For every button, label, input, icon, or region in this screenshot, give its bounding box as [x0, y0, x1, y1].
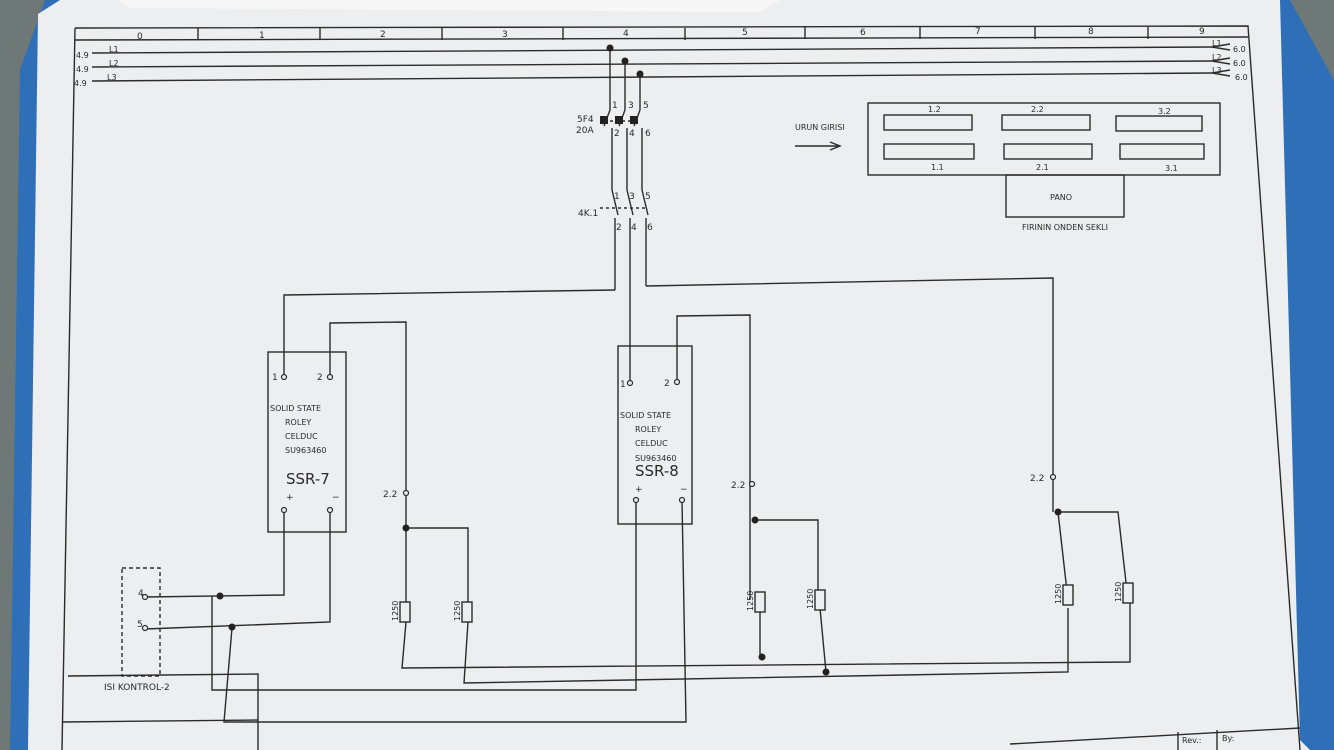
- ssr8-line2: ROLEY: [635, 425, 661, 434]
- ruler-col-3: 3: [502, 30, 508, 40]
- front-bottom-1: 1.1: [931, 163, 944, 172]
- l1-left-ref: 4.9: [76, 51, 89, 60]
- heater-value: 1250: [391, 601, 400, 621]
- ruler-bottom-line: [74, 36, 1249, 41]
- front-top-2: 2.2: [1031, 105, 1044, 114]
- ssr8-tag: SSR-8: [635, 462, 679, 480]
- wire-l3-heaters: [645, 277, 1054, 512]
- ssr7-line1: SOLID STATE: [270, 404, 321, 413]
- ruler-col-6: 6: [860, 28, 866, 38]
- breaker-t3: 3: [628, 101, 634, 111]
- ruler-col-7: 7: [975, 27, 981, 37]
- ssr8-line1: SOLID STATE: [620, 411, 671, 420]
- heater-resistor: [461, 601, 473, 623]
- l1-label: L1: [109, 45, 119, 54]
- bus-l1: [91, 46, 1213, 54]
- heater-resistor: [754, 591, 766, 613]
- l2-right-label: L2: [1212, 53, 1222, 62]
- l3-label: L3: [107, 73, 117, 82]
- l1-right-ref: 6.0: [1233, 45, 1246, 54]
- ssr8-line4: SU963460: [635, 454, 676, 463]
- contactor-label: 4K.1: [578, 209, 598, 219]
- ssr8-plus: +: [635, 485, 643, 495]
- ssr8-minus: −: [680, 485, 688, 495]
- urun-girisi-label: URUN GIRISI: [795, 123, 845, 132]
- contactor-t6: 6: [647, 223, 653, 233]
- controller-box: [121, 567, 161, 677]
- l3-right-label: L3: [1212, 66, 1222, 75]
- pano-label: PANO: [1050, 193, 1072, 202]
- front-bottom-3: 3.1: [1165, 164, 1178, 173]
- front-bottom-2: 2.1: [1036, 163, 1049, 172]
- ruler-col-2: 2: [380, 30, 386, 40]
- heater-value: 1250: [453, 601, 462, 621]
- drawing-frame-left: [61, 27, 76, 750]
- l3-left-ref: 4.9: [74, 79, 87, 88]
- ruler-col-4: 4: [623, 29, 629, 39]
- paper-sheet: [28, 0, 1310, 750]
- ref-ssr7-out: 2.2: [383, 490, 397, 500]
- ssr7-line3: CELDUC: [285, 432, 318, 441]
- heater-resistor: [399, 601, 411, 623]
- ruler-col-8: 8: [1088, 27, 1094, 37]
- controller-pin4: 4: [138, 589, 144, 599]
- wire-l1-ssr7: [283, 289, 616, 375]
- title-rev: Rev.:: [1182, 736, 1201, 745]
- ruler-col-5: 5: [742, 28, 748, 38]
- breaker-t5: 5: [643, 101, 649, 111]
- breaker-label: 5F4: [577, 115, 594, 125]
- ssr8-line3: CELDUC: [635, 439, 668, 448]
- ssr7-plus: +: [286, 493, 294, 503]
- ruler-col-0: 0: [137, 32, 143, 42]
- ssr7-line2: ROLEY: [285, 418, 311, 427]
- ssr7-tag: SSR-7: [286, 470, 330, 488]
- ruler-col-1: 1: [259, 31, 265, 41]
- heater-value: 1250: [1114, 582, 1123, 602]
- heater-resistor: [1062, 584, 1074, 606]
- contactor-t4: 4: [631, 223, 637, 233]
- breaker-t4: 4: [629, 129, 635, 139]
- controller-label: ISI KONTROL-2: [104, 683, 170, 693]
- pano-box: [1005, 174, 1125, 218]
- controller-pin5: 5: [137, 620, 143, 630]
- ssr7-pin1: 1: [272, 373, 278, 383]
- bus-l2: [91, 60, 1213, 68]
- contactor-t1: 1: [614, 192, 620, 202]
- bus-l3: [91, 72, 1213, 82]
- contactor-t3: 3: [629, 192, 635, 202]
- breaker-t1: 1: [612, 101, 618, 111]
- ref-ssr8-out: 2.2: [731, 481, 745, 491]
- contactor-t5: 5: [645, 192, 651, 202]
- contactor-t2: 2: [616, 223, 622, 233]
- heater-resistor: [1122, 582, 1134, 604]
- breaker-t6: 6: [645, 129, 651, 139]
- front-top-3: 3.2: [1158, 107, 1171, 116]
- breaker-t2: 2: [614, 129, 620, 139]
- heater-resistor: [814, 589, 826, 611]
- ssr8-pin2: 2: [664, 379, 670, 389]
- front-view-caption: FIRININ ONDEN SEKLI: [1022, 223, 1108, 232]
- heater-value: 1250: [746, 591, 755, 611]
- heater-value: 1250: [806, 589, 815, 609]
- l2-label: L2: [109, 59, 119, 68]
- ref-l3-out: 2.2: [1030, 474, 1044, 484]
- paper-top-page: [120, 0, 780, 12]
- ssr7-line4: SU963460: [285, 446, 326, 455]
- heater-value: 1250: [1054, 584, 1063, 604]
- drawing-frame-top: [74, 25, 1301, 750]
- title-by: By:: [1222, 734, 1234, 743]
- l2-right-ref: 6.0: [1233, 59, 1246, 68]
- l2-left-ref: 4.9: [76, 65, 89, 74]
- front-top-1: 1.2: [928, 105, 941, 114]
- ssr7-pin2: 2: [317, 373, 323, 383]
- ssr8-pin1: 1: [620, 380, 626, 390]
- ssr7-box: [267, 351, 347, 533]
- l1-right-label: L1: [1212, 39, 1222, 48]
- ruler-col-9: 9: [1199, 27, 1205, 37]
- l3-right-ref: 6.0: [1235, 73, 1248, 82]
- breaker-rating: 20A: [576, 126, 594, 136]
- ssr7-minus: −: [332, 493, 340, 503]
- ssr8-box: [617, 345, 693, 525]
